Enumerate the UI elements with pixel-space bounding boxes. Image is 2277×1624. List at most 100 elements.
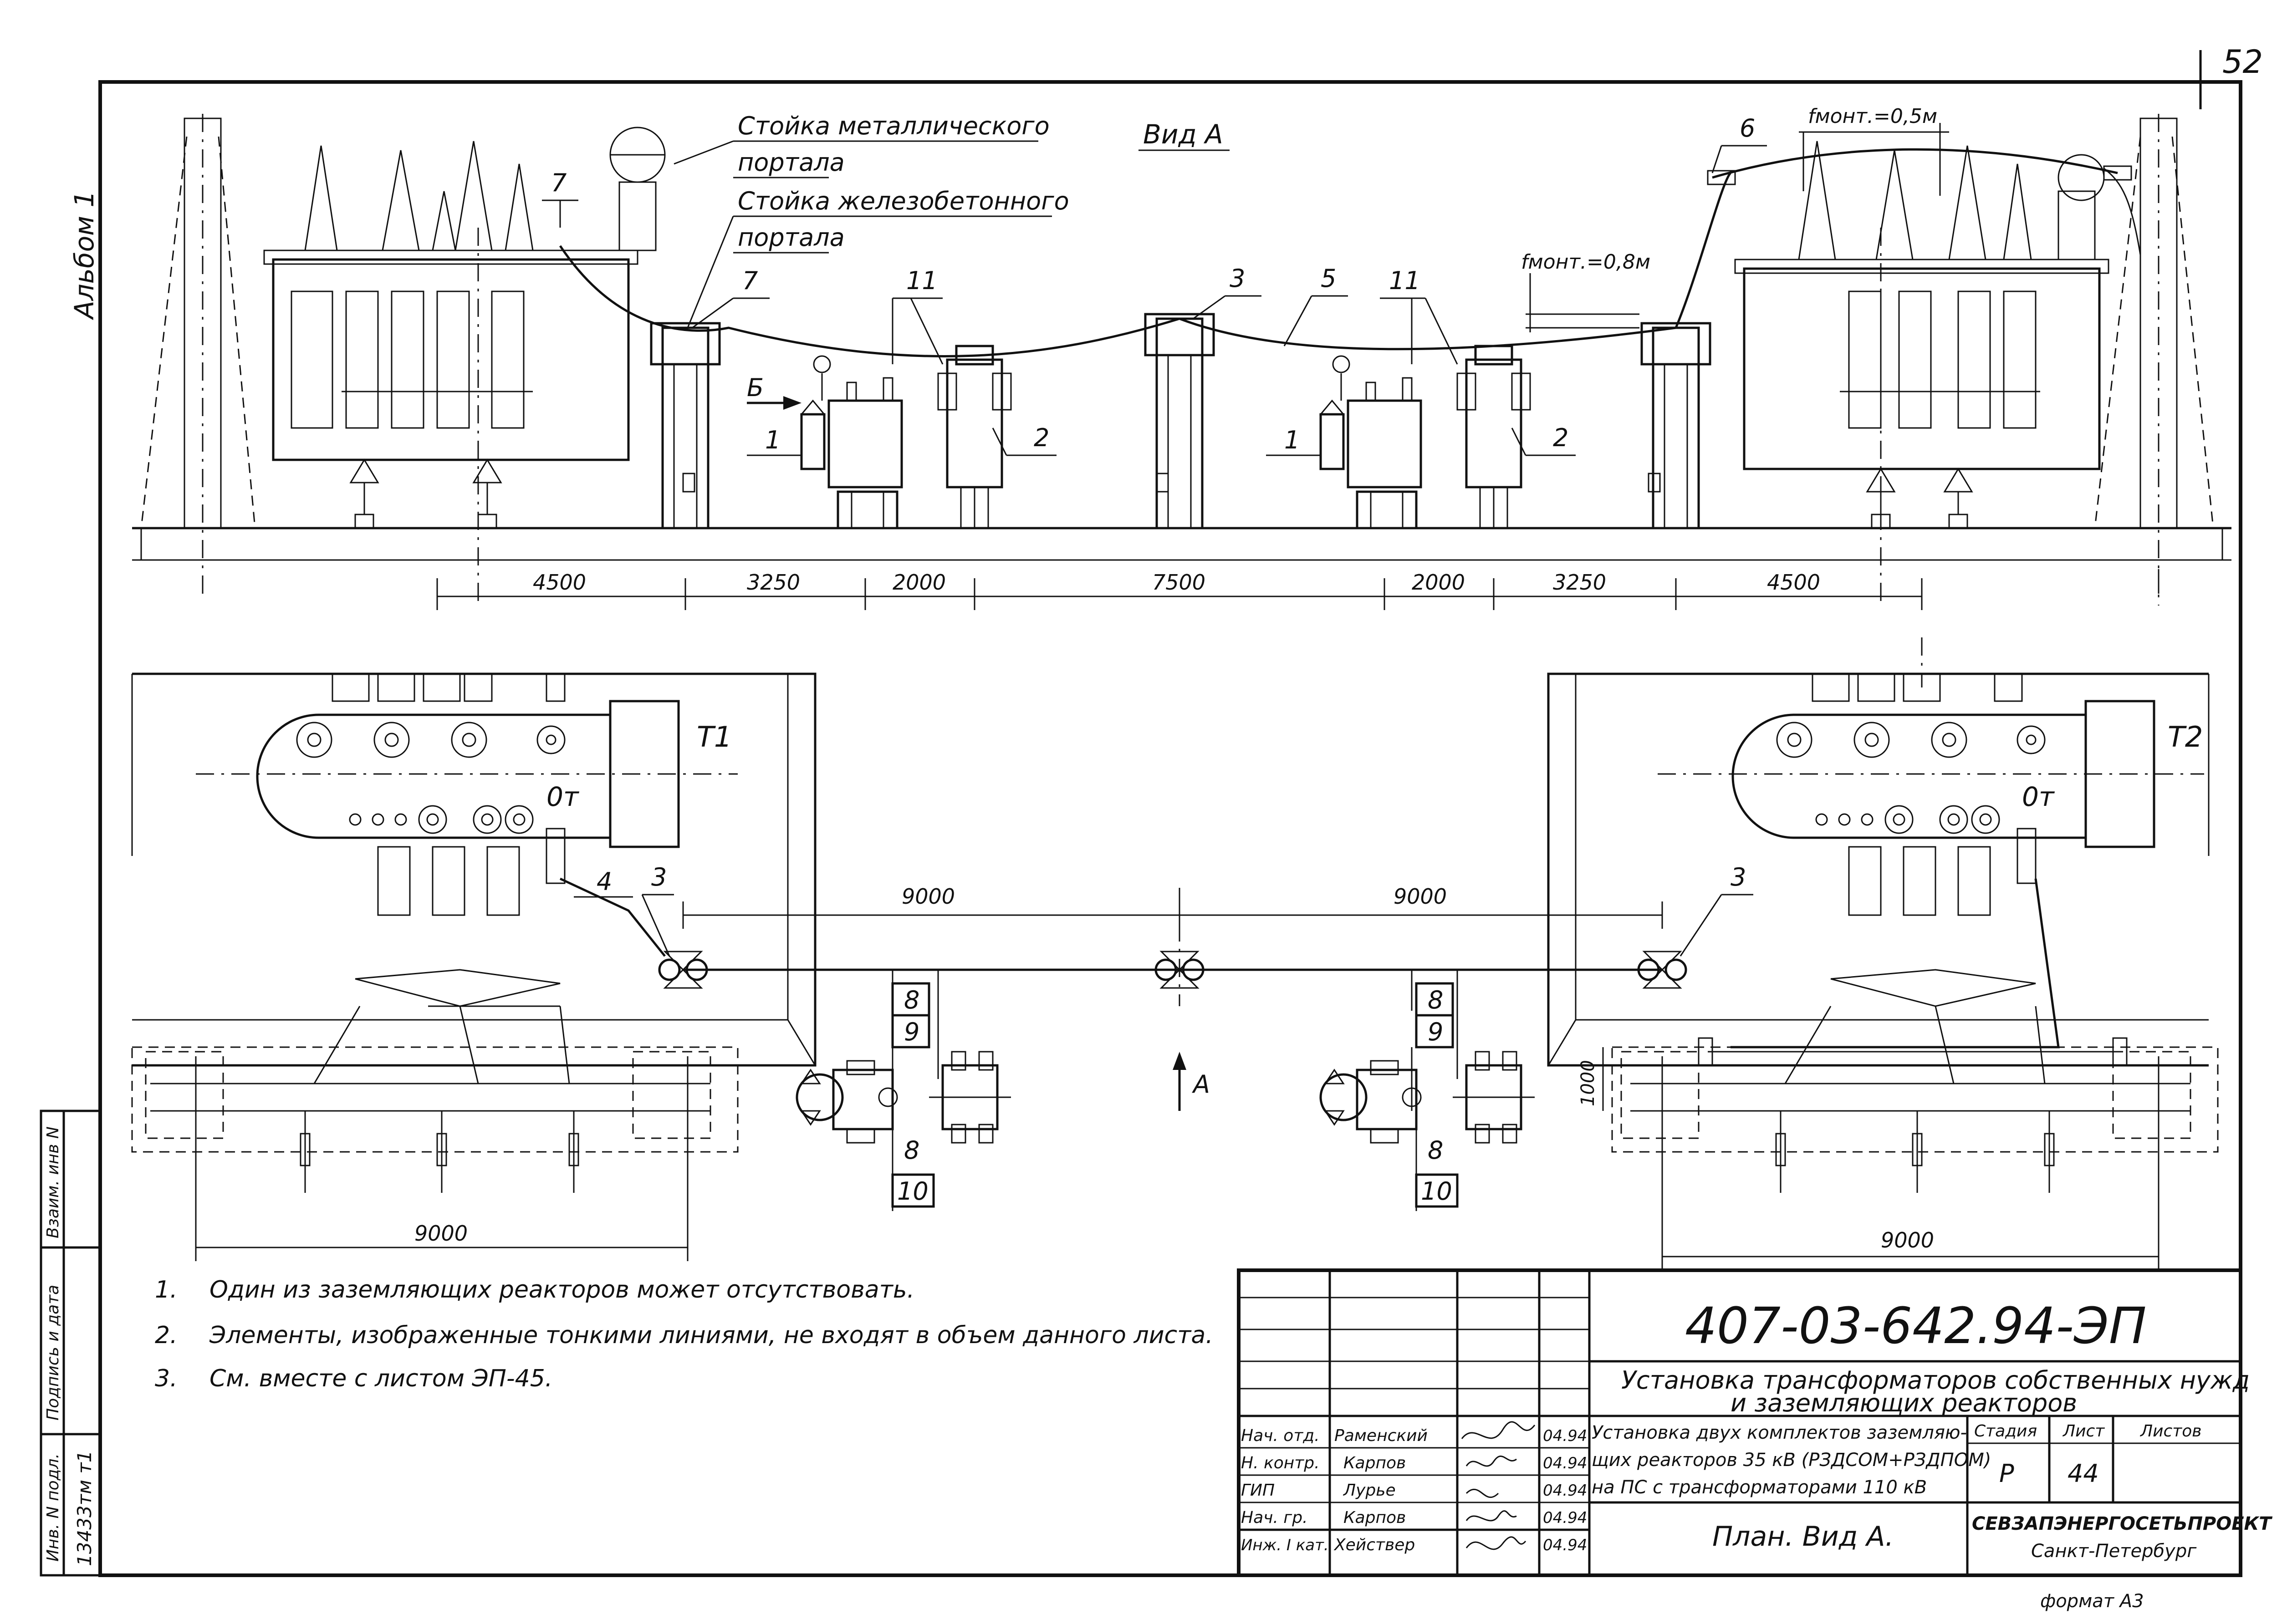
dim-3250-left: 3250 <box>747 570 800 595</box>
transformer-t1-plan: Т1 0т <box>196 673 738 916</box>
callout-4: 4 <box>597 867 612 896</box>
signature-3 <box>1465 1510 1517 1522</box>
rail-foundation-right <box>1611 969 2219 1193</box>
doc-title-1: Установка трансформаторов собственных ну… <box>1621 1366 2250 1395</box>
dim-9000-right: 9000 <box>1881 1228 1934 1252</box>
date-1: 04.94 <box>1543 1454 1587 1472</box>
dim-4500-right: 4500 <box>1767 570 1820 595</box>
transformer-t2-plan: Т2 0т <box>1658 673 2204 916</box>
sag-left-label: fмонт.=0,8м <box>1521 250 1650 274</box>
dim-9000-bus-left: 9000 <box>902 884 955 909</box>
reactor-plan-right: 8 9 8 10 <box>1319 970 1535 1211</box>
side-inv-podl: Инв. N подл. <box>44 1453 62 1562</box>
dim-4500-left: 4500 <box>533 570 586 595</box>
callout-8b-right: 8 <box>1428 1136 1443 1165</box>
callout-10-left: 10 <box>897 1177 929 1206</box>
plan-view: Т1 0т Т2 0т <box>131 569 2219 1270</box>
callout-1-left: 1 <box>765 426 781 454</box>
sheet-title-1: Установка двух комплектов заземляю- <box>1592 1422 1967 1443</box>
note-2-num: 2. <box>155 1322 178 1349</box>
stage-label: Стадия <box>1974 1422 2037 1441</box>
callout-9-right: 9 <box>1428 1018 1443 1046</box>
dim-2000-right: 2000 <box>1412 570 1465 595</box>
signature-4 <box>1465 1536 1527 1550</box>
signature-1 <box>1465 1456 1517 1467</box>
callout-10-right: 10 <box>1421 1177 1452 1206</box>
name-2: Лурье <box>1343 1481 1396 1500</box>
side-sign-date: Подпись и дата <box>44 1285 62 1420</box>
sheet-title-2: щих реакторов 35 кВ (РЗДСОМ+РЗДПОМ) <box>1592 1450 1991 1471</box>
note-1-text: Один из заземляющих реакторов может отсу… <box>209 1276 914 1303</box>
reactor-set-right <box>1319 345 1531 529</box>
callout-11b: 11 <box>1389 266 1420 295</box>
callout-2-left: 2 <box>1034 423 1049 452</box>
t2-label: Т2 <box>2168 720 2203 753</box>
dim-1000: 1000 <box>1578 1060 1598 1106</box>
org-name: СЕВЗАПЭНЕРГОСЕТЬПРОЕКТ <box>1972 1513 2272 1534</box>
callout-3-plan-left: 3 <box>651 863 667 891</box>
dim-3250-right: 3250 <box>1553 570 1606 595</box>
concrete-post-middle <box>1144 313 1215 529</box>
concrete-post-left <box>650 322 721 529</box>
doc-title-2: и заземляющих реакторов <box>1731 1389 2077 1417</box>
callout-7b: 7 <box>742 266 758 295</box>
callout-6: 6 <box>1740 114 1755 143</box>
metal-portal-left <box>140 114 479 601</box>
sheet-title-3: на ПС с трансформаторами 110 кВ <box>1592 1477 1927 1498</box>
title-block: 407-03-642.94-ЭП Установка трансформатор… <box>1237 1268 2272 1577</box>
arrow-a-label: А <box>1192 1070 1210 1099</box>
role-2: ГИП <box>1241 1481 1275 1500</box>
callout-3-top: 3 <box>1230 264 1245 293</box>
signature-2 <box>1465 1488 1499 1498</box>
transformer-right-elevation <box>1734 141 2109 529</box>
note-1-num: 1. <box>155 1276 178 1303</box>
callout-5: 5 <box>1321 264 1336 293</box>
sheet-label: Лист <box>2062 1422 2105 1441</box>
note-2-text: Элементы, изображенные тонкими линиями, … <box>209 1322 1213 1349</box>
disconnector-middle <box>1154 951 1205 989</box>
metal-post-label-2: портала <box>738 148 845 177</box>
sheet-frame <box>98 80 2242 1577</box>
role-0: Нач. отд. <box>1241 1426 1320 1445</box>
dim-9000-left: 9000 <box>414 1221 468 1246</box>
date-0: 04.94 <box>1543 1427 1587 1445</box>
callout-8b-left: 8 <box>904 1136 919 1165</box>
format-label: формат А3 <box>2040 1591 2144 1612</box>
metal-portal-right <box>1880 114 2214 601</box>
callout-9-left: 9 <box>904 1018 919 1046</box>
metal-post-label: Стойка металлического <box>738 112 1050 140</box>
callout-2-right: 2 <box>1553 423 1568 452</box>
name-0: Раменский <box>1334 1426 1428 1445</box>
notes: 1. Один из заземляющих реакторов может о… <box>155 1276 1213 1392</box>
busbar-conductor <box>559 172 1731 357</box>
doc-code: 407-03-642.94-ЭП <box>1685 1297 2146 1355</box>
page-number: 52 <box>2222 43 2263 81</box>
sheets-label: Листов <box>2139 1422 2201 1441</box>
view-title: План. Вид А. <box>1712 1521 1894 1553</box>
dim-9000-bus-right: 9000 <box>1394 884 1447 909</box>
name-1: Карпов <box>1343 1454 1406 1472</box>
note-3-text: См. вместе с листом ЭП-45. <box>209 1365 552 1392</box>
date-2: 04.94 <box>1543 1481 1587 1500</box>
disconnector-left <box>658 951 708 989</box>
callout-7a: 7 <box>551 168 567 197</box>
name-3: Карпов <box>1343 1508 1406 1527</box>
side-inv-zam: Взаим. инв N <box>44 1126 62 1238</box>
role-4: Инж. I кат. <box>1241 1536 1329 1554</box>
view-a: Стойка металлического портала Стойка жел… <box>132 105 2231 610</box>
date-4: 04.94 <box>1543 1536 1587 1554</box>
flex-conductor-right <box>1712 148 2118 179</box>
signature-0 <box>1461 1421 1536 1439</box>
date-3: 04.94 <box>1543 1509 1587 1527</box>
role-3: Нач. гр. <box>1241 1508 1308 1527</box>
reactor-set-left <box>800 345 1012 529</box>
side-stamp: Взаим. инв N Подпись и дата Инв. N подл.… <box>40 1110 102 1577</box>
concrete-post-label: Стойка железобетонного <box>738 187 1069 215</box>
arrow-b-label: Б <box>747 373 764 402</box>
album-label: Альбом 1 <box>69 191 100 321</box>
dim-7500: 7500 <box>1152 570 1205 595</box>
callout-3-plan-right: 3 <box>1731 863 1746 891</box>
concrete-post-right <box>1640 322 1711 529</box>
disconnector-right <box>1637 951 1687 989</box>
